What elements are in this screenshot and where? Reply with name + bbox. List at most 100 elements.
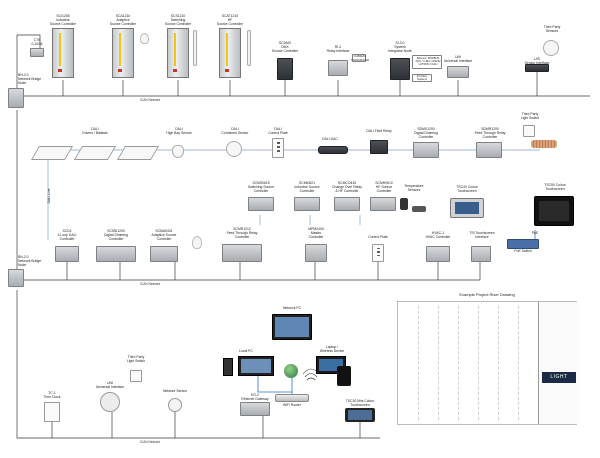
network-bridge-node-2 [8,269,24,287]
fluorescent-tube-icon-2 [247,30,251,66]
tablet [337,366,351,386]
local-pc-tower [223,358,233,376]
change-over-relay-controller [334,197,360,211]
label-laptop: Laptop / Wireless Device [319,345,345,353]
label-tp-sensors: Third Party Sensors [543,25,561,33]
hvac-controller [426,246,450,262]
label-node2: BN-2.0 Network Bridge Node [18,255,42,267]
label-cur-tr: CT8 0-100A [31,38,43,46]
label-bms: BACnet / MODBUS KNX / C-Bus / RS232 LUTR… [415,57,441,66]
label-ctl-plate: Control Plate [368,235,388,239]
dali-combined-sensor [226,141,242,157]
label-dali-comb: DALI Combined Sensor [221,127,249,135]
third-party-light-switch [523,125,535,137]
label-uni: UNI Universal Interface [443,55,473,63]
time-clock [44,402,60,422]
dali-high-bay-sensor [172,145,184,158]
label-temp-sens: Temperature Sensors [404,184,424,192]
net-bottom: ICAN Network [140,440,161,444]
label-scm-ind: SCMI0621 Inductive Source Controller [294,181,320,193]
digital-dimming-controller-2 [96,246,136,262]
label-wifi: WiFi Router [283,403,301,407]
switching-source-controller-mod [248,197,274,211]
label-scd4: SCD4 4 Loop DALI Controller [57,229,77,241]
network-pc [272,314,312,340]
label-scm-co: SCMCO415 Change Over Relay & HF Controll… [332,181,362,193]
scd4-dali-controller [55,246,79,262]
master-controller [305,244,327,262]
label-net-pc: Network PC [282,306,302,310]
label-dali-relay: DALI Field Relay [366,129,392,133]
label-dali-dac: DALI DAC [322,137,338,141]
adaptive-source-controller-2 [150,246,178,262]
bulb-icon-2 [192,236,202,249]
touchscreen-interface [471,246,491,262]
third-party-light-switch-2 [130,370,142,382]
label-tp-switch2: Third Party Light Switch [126,355,146,363]
label-sdmx-dim: SDMX1200 Digital Dimming Controller [414,127,438,139]
label-sc1: SCI1265 Inductive Source Controller [49,14,77,26]
universal-interface [447,66,469,78]
ethernet-gateway [240,402,270,416]
label-sens-if: UIS Sensor Interface [524,57,550,65]
system-integrator-node [390,58,410,80]
network-bridge-node-1 [8,88,24,108]
label-uni2: UNI Universal Interface [95,381,125,389]
label-clock: TC-1 Time Clock [43,391,61,399]
dali-dac [318,146,348,154]
label-tsc50: TSC50 Colour Touchscreen [544,183,566,191]
label-scad: SCMA0401 Adaptive Source Controller [151,229,177,241]
bulb-icon [140,33,149,44]
label-scm-hf: SCMH0610 HF Source Controller [375,181,393,193]
relay-interface [328,60,348,76]
digital-dimming-controller [413,142,439,158]
riser-drawing-title: Example Project Riser Drawing [459,292,515,297]
label-scdim: SCMD1200 Digital Dimming Controller [104,229,128,241]
local-pc [238,356,274,376]
feed-through-relay-controller-2 [222,244,262,262]
label-local-pc: Local PC [239,349,253,353]
hf-source-controller [219,28,241,78]
control-plate [372,244,384,262]
label-poe: PoE [531,231,539,235]
label-dali-hbay: DALI High Bay Sensor [166,127,192,135]
temperature-sensor-1 [400,198,408,210]
wifi-router [275,394,309,402]
hf-source-controller-mod [370,197,396,211]
poe-switch [507,239,539,249]
universal-interface-2 [100,392,120,412]
label-sys-int: SI-3.0 System Integrator Node [388,41,412,53]
net-middle: ICAN Network [140,282,161,286]
label-hvac: HVAC-1 HVAC Controller [425,231,451,239]
network-sensor [168,398,182,412]
label-dali-plate: DALI Control Plate [268,127,288,135]
label-poe-sw: PoE Switch [514,249,532,253]
bottom-ican-bus [16,290,380,439]
tsc30-touchscreen [345,408,375,422]
brand-logo: LIGHT [542,372,576,383]
riser-drawing-sheet: LIGHT [397,301,579,425]
label-bms2: 3rd Party Systems [416,75,428,81]
label-net-sensor: Network Sensor [162,389,188,393]
adaptive-source-controller [112,28,134,78]
label-relay-if: RI-2 Relay Interface [326,45,350,53]
fluorescent-tube-icon [193,30,197,66]
tsc50-touchscreen [534,196,574,226]
inductive-source-controller-mod [294,197,320,211]
third-party-sensor-icon [543,40,559,56]
temperature-sensor-2 [412,206,426,212]
label-sdmx-relay: SDMR1200 Feed Through Relay Controller [474,127,506,139]
label-eg2: EG-2 Ethernet Gateway [241,393,269,401]
label-sc2: SCA1210 Adaptive Source Controller [109,14,137,26]
label-stage-tag: CURRENT TRANSDUCER [350,55,369,62]
dmx-source-controller [277,58,293,80]
title-block: LIGHT [538,302,579,424]
label-dali-line: DALI Line [47,188,52,204]
tsc40-touchscreen [450,198,484,218]
bms-systems-box [412,55,442,69]
net-top: ICAN Network [140,98,161,102]
label-sc4: SCAT1210 HF Source Controller [216,14,244,26]
label-tsi: TSI Touchscreen Interface [469,231,495,239]
label-dali-drivers: DALI Drivers / Ballasts [82,127,108,135]
feed-through-relay-controller [476,142,502,158]
